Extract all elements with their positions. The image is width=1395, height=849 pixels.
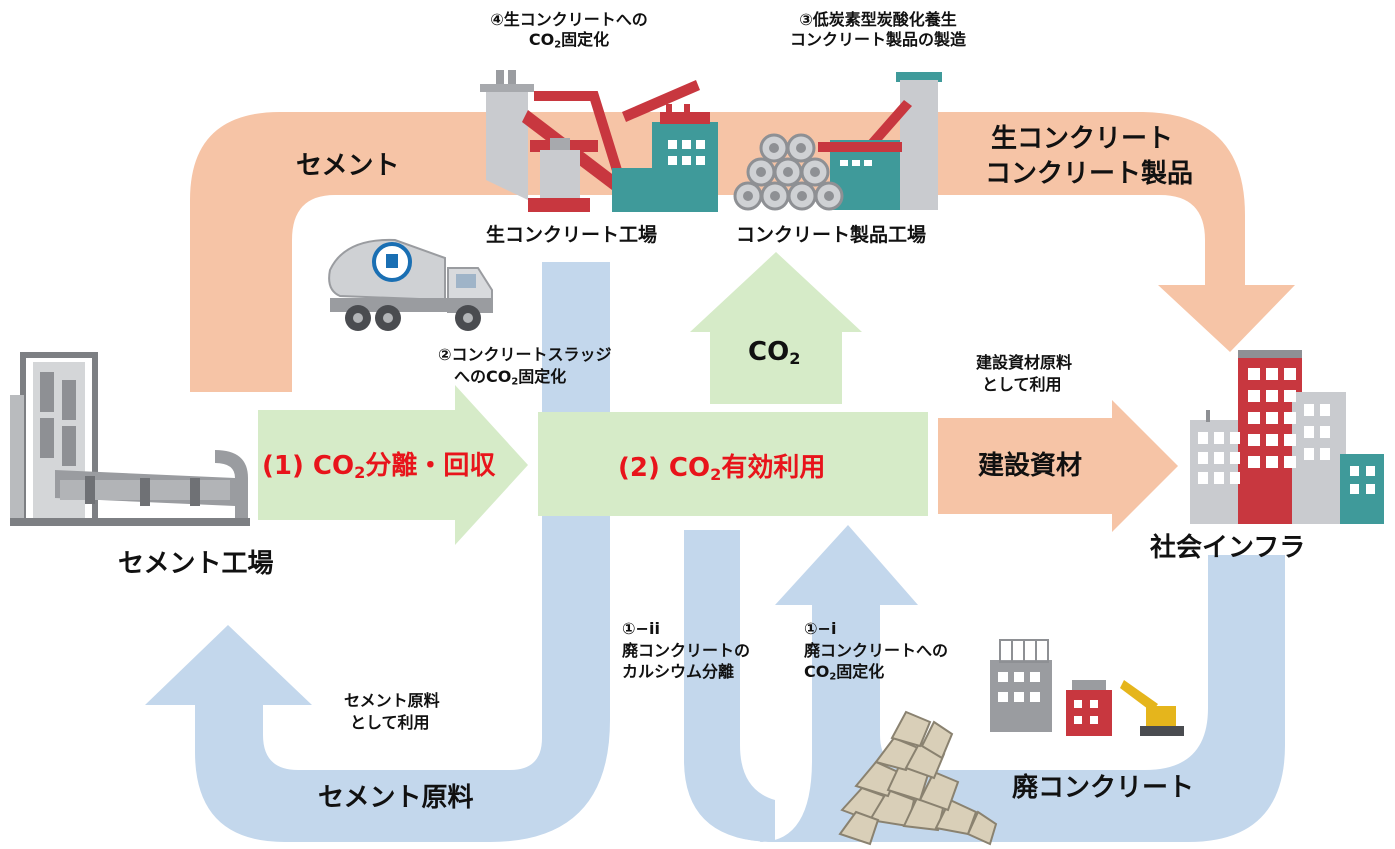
co2-utilization-label: (2) CO2有効利用: [618, 453, 826, 485]
waste-concrete-flow-arrow: [684, 525, 1285, 842]
building-material-use-label: 建設資材原料 として利用: [976, 352, 1072, 395]
products-line2: コンクリート製品: [985, 159, 1194, 190]
step1ii-line2: 廃コンクリートの: [622, 640, 751, 660]
demolition-site-icon: [990, 639, 1112, 736]
building-material-label: 建設資材: [978, 451, 1083, 481]
step3-label: ③低炭素型炭酸化養生 コンクリート製品の製造: [748, 10, 1008, 50]
infrastructure-label: 社会インフラ: [1150, 533, 1306, 563]
cement-flow-arrow: [190, 112, 1295, 392]
step1ii-line3: カルシウム分離: [622, 662, 735, 682]
building-material-arrow: [938, 400, 1178, 532]
co2-up-label: CO2: [748, 337, 801, 369]
products-line1: 生コンクリート: [991, 124, 1174, 154]
co2-up-arrow: [690, 252, 862, 404]
city-buildings-icon: [1190, 350, 1384, 524]
building-material-use-line1: 建設資材原料: [976, 353, 1073, 372]
waste-concrete-inner-arrow: [684, 530, 775, 842]
step1ii-label: ①−ii 廃コンクリートの カルシウム分離: [622, 618, 750, 683]
concrete-mixer-plant-icon: [480, 70, 718, 212]
step1i-line3: CO2固定化: [804, 662, 885, 683]
step2-line1: ②コンクリートスラッジ: [438, 345, 612, 364]
cement-raw-use-label: セメント原料 として利用: [344, 690, 440, 735]
cement-plant-label: セメント工場: [118, 549, 274, 579]
step4-label: ④生コンクリートへの CO2固定化: [474, 10, 664, 52]
step3-line2: コンクリート製品の製造: [789, 30, 966, 49]
cement-raw-label: セメント原料: [318, 783, 474, 813]
building-material-use-line2: として利用: [982, 374, 1062, 394]
ready-mix-plant-label: 生コンクリート工場: [486, 224, 658, 246]
step1ii-line1: ①−ii: [622, 619, 660, 638]
rubble-pile-icon: [838, 710, 998, 846]
co2-capture-arrow: [258, 385, 528, 545]
waste-concrete-label: 廃コンクリート: [1012, 773, 1195, 803]
cement-raw-use-line2: として利用: [350, 713, 430, 733]
step1i-label: ①−i 廃コンクリートへの CO2固定化: [804, 618, 948, 684]
cement-raw-flow-arrow: [145, 262, 610, 842]
step1i-line1: ①−i: [804, 619, 837, 638]
concrete-product-plant-icon: [733, 72, 942, 211]
product-plant-label: コンクリート製品工場: [736, 224, 927, 246]
step3-line1: ③低炭素型炭酸化養生: [799, 10, 957, 29]
co2-capture-label: (1) CO2分離・回収: [262, 451, 496, 483]
step2-line2: へのCO2固定化: [454, 366, 567, 388]
step1i-line2: 廃コンクリートへの: [804, 640, 949, 660]
step4-line2: CO2固定化: [528, 30, 610, 51]
mixer-truck-icon: [328, 238, 493, 331]
products-label: 生コンクリート コンクリート製品: [985, 122, 1193, 192]
cement-label: セメント: [296, 151, 400, 181]
crane-icon: [1120, 680, 1184, 736]
cement-plant-icon: [10, 352, 250, 526]
cement-raw-use-line1: セメント原料: [344, 691, 440, 710]
step4-line1: ④生コンクリートへの: [490, 10, 648, 29]
step2-label: ②コンクリートスラッジ へのCO2固定化: [438, 344, 612, 388]
co2-utilization-box: [538, 412, 928, 516]
